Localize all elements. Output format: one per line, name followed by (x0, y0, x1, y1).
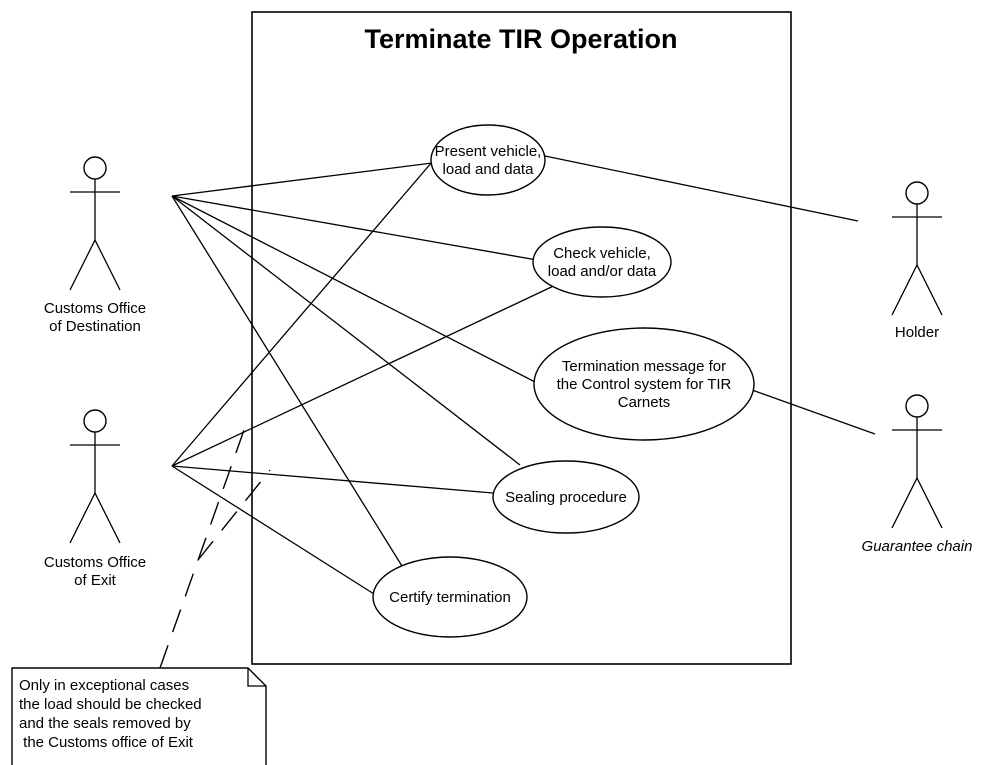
association-exit-certify (171, 465, 375, 595)
association-guarantee-termination-message (751, 389, 876, 435)
use-case-present: Present vehicle,load and data (430, 124, 546, 196)
association-destination-check (171, 195, 538, 261)
use-case-ellipse (533, 327, 755, 441)
actor-label: of Exit (74, 572, 117, 589)
association-destination-certify (171, 195, 403, 567)
actor-label: of Destination (49, 318, 141, 335)
use-case-label: load and data (443, 161, 535, 178)
note-box: Only in exceptional cases the load should… (11, 667, 267, 765)
association-destination-present (171, 162, 433, 197)
use-case-ellipse (372, 556, 528, 638)
use-case-label: Sealing procedure (505, 489, 627, 506)
note-text: Only in exceptional cases (19, 677, 189, 694)
association-exit-sealing (171, 465, 494, 494)
note-shape (11, 667, 267, 765)
use-case-sealing: Sealing procedure (492, 460, 640, 534)
stick-figure-icon (891, 181, 943, 316)
note-link-1 (159, 429, 245, 669)
use-case-ellipse (492, 460, 640, 534)
note-text: and the seals removed by (19, 715, 191, 732)
stick-figure-icon (69, 409, 121, 544)
use-case-check: Check vehicle,load and/or data (532, 226, 672, 298)
stick-figure-icon (69, 156, 121, 291)
association-holder-present (544, 155, 859, 222)
use-case-label: Present vehicle, (435, 143, 542, 160)
note-text: the load should be checked (19, 696, 202, 713)
use-case-label: Carnets (618, 394, 671, 411)
use-case-label: Check vehicle, (553, 245, 651, 262)
stick-figure-icon (891, 394, 943, 529)
actor-guarantee: Guarantee chain (862, 394, 973, 555)
use-case-certify: Certify termination (372, 556, 528, 638)
note-links (159, 429, 271, 669)
note: Only in exceptional cases the load should… (11, 667, 267, 765)
association-destination-termination-message (171, 195, 538, 384)
system-boundary (251, 11, 792, 665)
actor-label: Holder (895, 324, 939, 341)
use-case-label: Certify termination (389, 589, 511, 606)
note-link-2 (197, 469, 271, 561)
association-exit-check (171, 281, 563, 467)
actor-holder: Holder (891, 181, 943, 341)
use-case-label: the Control system for TIR (557, 376, 732, 393)
association-destination-sealing (171, 195, 521, 466)
use-case-ellipse (532, 226, 672, 298)
note-fold (247, 668, 266, 687)
actor-label: Customs Office (44, 554, 146, 571)
diagram-title: Terminate TIR Operation (364, 24, 677, 54)
association-exit-present (171, 154, 439, 467)
use-case-label: Termination message for (562, 358, 726, 375)
use-case-ellipse (430, 124, 546, 196)
actor-label: Customs Office (44, 300, 146, 317)
actor-label: Guarantee chain (862, 538, 973, 555)
note-text: the Customs office of Exit (19, 734, 194, 751)
association-lines (171, 154, 876, 595)
use-case-label: load and/or data (548, 263, 657, 280)
